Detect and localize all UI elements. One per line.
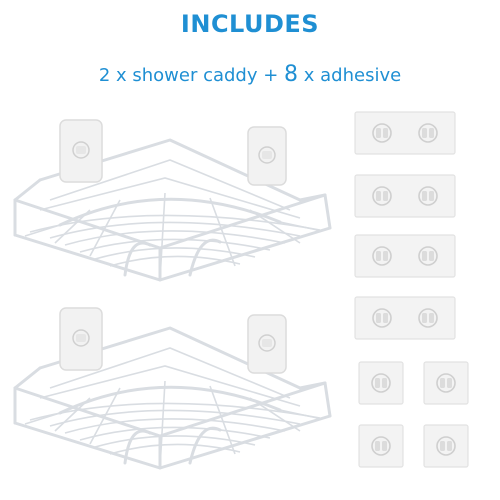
shower-caddy-1 (13, 118, 332, 282)
adhesive-large-3 (354, 234, 456, 278)
shower-caddy-2 (13, 306, 332, 470)
subtitle-number: 8 (284, 62, 299, 87)
subtitle-suffix: x adhesive (298, 65, 402, 86)
adhesive-small-2 (423, 361, 469, 405)
adhesive-large-2 (354, 174, 456, 218)
includes-subtitle: 2 x shower caddy + 8 x adhesive (0, 62, 500, 87)
adhesive-small-1 (358, 361, 404, 405)
adhesive-large-4 (354, 296, 456, 340)
adhesive-large-1 (354, 111, 456, 155)
adhesive-small-4 (423, 424, 469, 468)
subtitle-prefix: 2 x shower caddy + (98, 65, 285, 86)
includes-title: INCLUDES (180, 10, 320, 38)
adhesive-small-3 (358, 424, 404, 468)
